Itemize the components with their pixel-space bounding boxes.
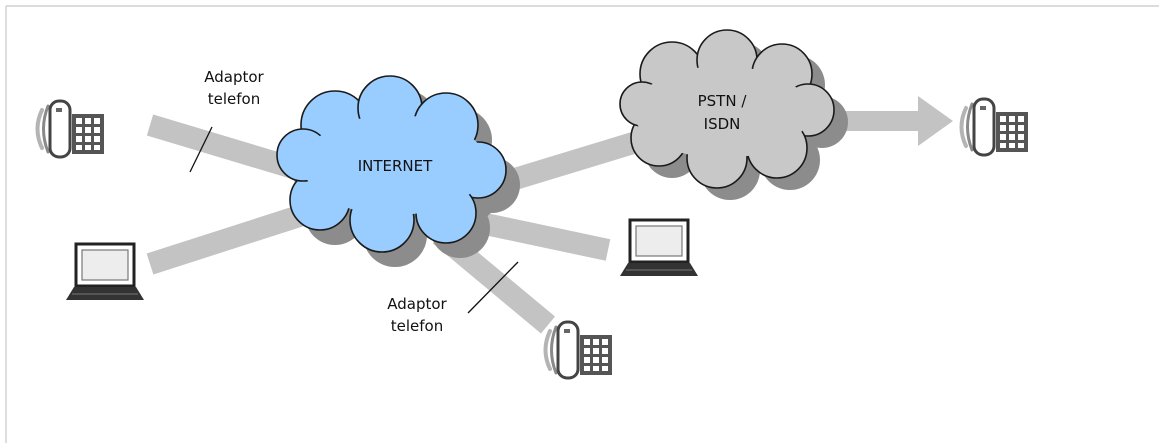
phone-icon <box>959 97 1030 157</box>
link-laptop-right <box>473 211 611 261</box>
internet-cloud-body <box>303 115 487 215</box>
pstn-label-line2: ISDN <box>704 115 741 133</box>
pstn-cloud-body <box>634 66 810 158</box>
phone-icon <box>543 320 614 380</box>
laptop-icon <box>64 242 146 302</box>
laptop-icon <box>618 218 700 278</box>
internet-label: INTERNET <box>358 157 433 175</box>
adaptor-label-bottom-line2: telefon <box>391 317 443 335</box>
adaptor-label-top-line2: telefon <box>208 90 260 108</box>
adaptor-label-top-line1: Adaptor <box>204 68 264 86</box>
link-phone-left <box>146 114 304 181</box>
adaptor-tick-top <box>189 126 213 173</box>
link-laptop-left <box>146 199 322 275</box>
adaptor-label-bottom-line1: Adaptor <box>387 295 447 313</box>
adaptor-tick-bottom <box>467 261 519 314</box>
phone-icon <box>35 99 106 159</box>
pstn-label-line1: PSTN / <box>698 92 748 110</box>
arrow-to-phone <box>810 96 953 146</box>
